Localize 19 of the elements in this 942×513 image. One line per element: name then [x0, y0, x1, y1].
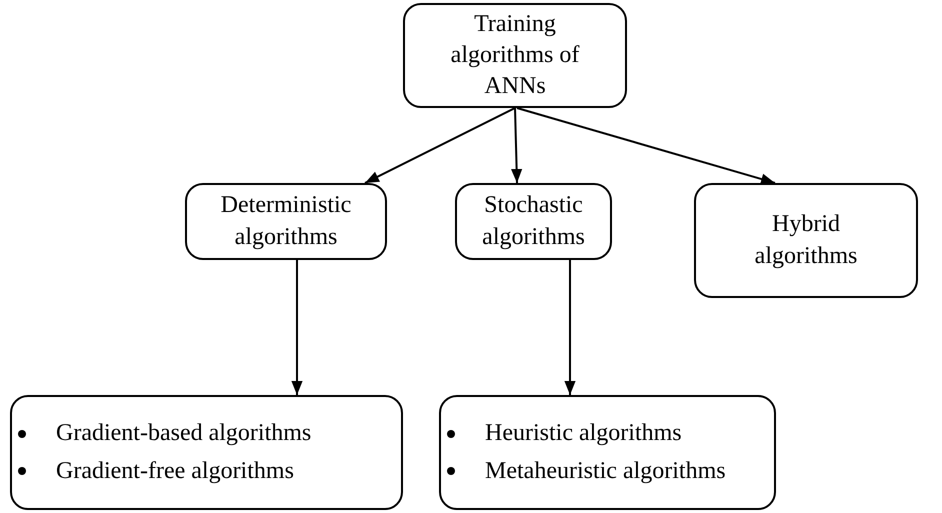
node-label: Stochastic algorithms — [482, 191, 585, 252]
category-box — [694, 183, 918, 298]
arrow — [511, 108, 522, 184]
list-box — [10, 395, 403, 510]
arrow — [364, 107, 516, 184]
category-box — [185, 183, 387, 260]
list-item: Heuristic algorithms — [485, 419, 682, 448]
category-box — [455, 183, 612, 260]
list-item: Gradient-based algorithms — [56, 419, 312, 448]
node-label: Deterministic algorithms — [220, 191, 352, 252]
list-item: Gradient-free algorithms — [56, 456, 294, 486]
arrow — [516, 107, 776, 184]
arrow — [291, 260, 303, 395]
node-label: Training algorithms of ANNs — [450, 10, 580, 102]
node-label: Hybrid algorithms — [754, 210, 858, 270]
arrow — [564, 260, 576, 395]
title-box — [403, 3, 627, 108]
list-box — [439, 395, 776, 510]
list-item: Metaheuristic algorithms — [485, 456, 726, 486]
